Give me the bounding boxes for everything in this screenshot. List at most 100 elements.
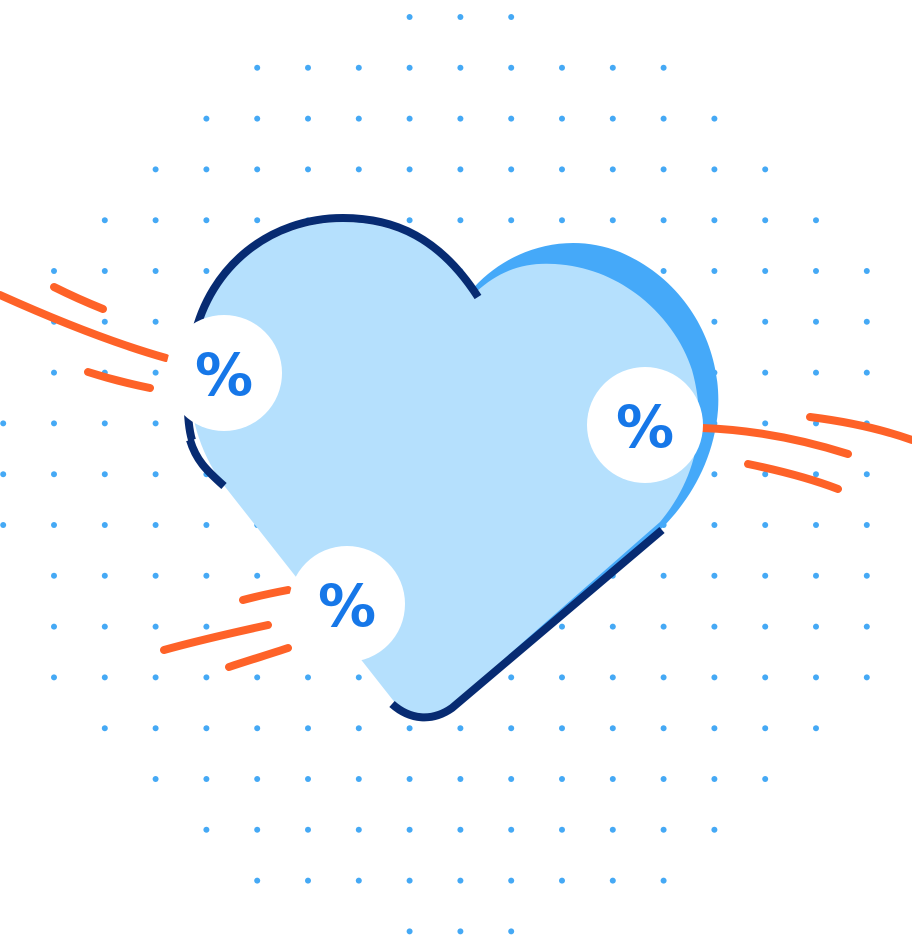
background-dot — [863, 674, 870, 681]
background-dot — [609, 64, 616, 71]
badge-circle — [166, 315, 282, 431]
background-dot — [203, 725, 210, 732]
background-dot — [660, 877, 667, 884]
background-dot — [508, 928, 515, 935]
background-dot — [711, 522, 718, 528]
background-dot — [152, 369, 159, 376]
background-dot — [762, 776, 769, 782]
background-dot — [711, 318, 718, 325]
background-dot — [101, 623, 108, 630]
background-dot — [457, 115, 464, 122]
background-dot — [762, 522, 769, 528]
background-dot — [254, 826, 261, 833]
background-dot — [152, 776, 159, 782]
background-dot — [0, 471, 7, 478]
background-dot — [711, 115, 718, 122]
background-dot — [152, 217, 159, 224]
background-dot — [406, 826, 413, 833]
background-dot — [813, 369, 819, 376]
motion-line-bottom-1 — [239, 586, 292, 604]
motion-line-bottom-2 — [160, 621, 272, 654]
background-dot — [559, 877, 565, 884]
background-dot — [254, 674, 261, 681]
background-dot — [254, 115, 261, 122]
background-dot — [457, 928, 464, 935]
motion-line-right-3 — [744, 460, 842, 493]
background-dot — [863, 522, 870, 528]
background-dot — [203, 776, 210, 782]
background-dot — [457, 64, 464, 71]
background-dot — [762, 268, 769, 274]
background-dot — [508, 64, 515, 71]
motion-line-left-1 — [0, 291, 170, 362]
background-dot — [51, 471, 57, 478]
background-dot — [152, 623, 159, 630]
background-dot — [406, 115, 413, 122]
background-dot — [559, 64, 565, 71]
background-dot — [660, 115, 667, 122]
background-dot — [254, 166, 261, 173]
background-dot — [559, 166, 565, 173]
background-dot — [152, 725, 159, 732]
heart-outline-left — [186, 438, 227, 489]
background-dot — [762, 725, 769, 732]
background-dot — [203, 268, 210, 274]
background-dot — [101, 471, 108, 478]
background-dot — [660, 268, 667, 274]
background-dot — [813, 674, 819, 681]
background-dot — [254, 572, 261, 579]
background-dot — [813, 217, 819, 224]
background-dot — [152, 674, 159, 681]
background-dot — [762, 572, 769, 579]
background-dot — [355, 64, 362, 71]
background-dot — [305, 877, 311, 884]
percent-badge-right: % — [587, 367, 703, 483]
background-dot — [660, 217, 667, 224]
background-dot — [863, 369, 870, 376]
background-dot — [609, 725, 616, 732]
background-dot — [711, 623, 718, 630]
motion-lines — [0, 283, 912, 671]
background-dot — [51, 268, 57, 274]
background-dot — [660, 776, 667, 782]
background-dot — [508, 674, 515, 681]
background-dot — [457, 14, 464, 20]
background-dot — [101, 674, 108, 681]
background-dot — [305, 115, 311, 122]
background-dot — [305, 826, 311, 833]
background-dot — [457, 725, 464, 732]
background-dot — [51, 572, 57, 579]
background-dot — [101, 725, 108, 732]
background-dot — [762, 623, 769, 630]
background-dot — [203, 522, 210, 528]
percent-badge-bottom: % — [289, 546, 405, 662]
background-dot — [609, 826, 616, 833]
background-dot — [609, 776, 616, 782]
background-dot — [813, 318, 819, 325]
background-dot — [457, 217, 464, 224]
background-dot — [813, 572, 819, 579]
background-dot — [813, 522, 819, 528]
background-dot — [254, 776, 261, 782]
background-dot — [609, 674, 616, 681]
background-dot — [711, 776, 718, 782]
background-dot — [711, 217, 718, 224]
background-dot — [152, 572, 159, 579]
background-dot — [660, 623, 667, 630]
background-dot — [406, 166, 413, 173]
background-dot — [660, 572, 667, 579]
background-dot — [101, 318, 108, 325]
background-dot — [152, 318, 159, 325]
background-dot — [355, 115, 362, 122]
background-dot — [813, 725, 819, 732]
background-dot — [51, 420, 57, 427]
background-dot — [762, 674, 769, 681]
background-dot — [762, 471, 769, 478]
background-dot — [203, 572, 210, 579]
background-dot — [711, 826, 718, 833]
background-dot — [660, 725, 667, 732]
background-dot — [559, 776, 565, 782]
background-dot — [609, 166, 616, 173]
background-dot — [203, 674, 210, 681]
background-dot — [101, 572, 108, 579]
